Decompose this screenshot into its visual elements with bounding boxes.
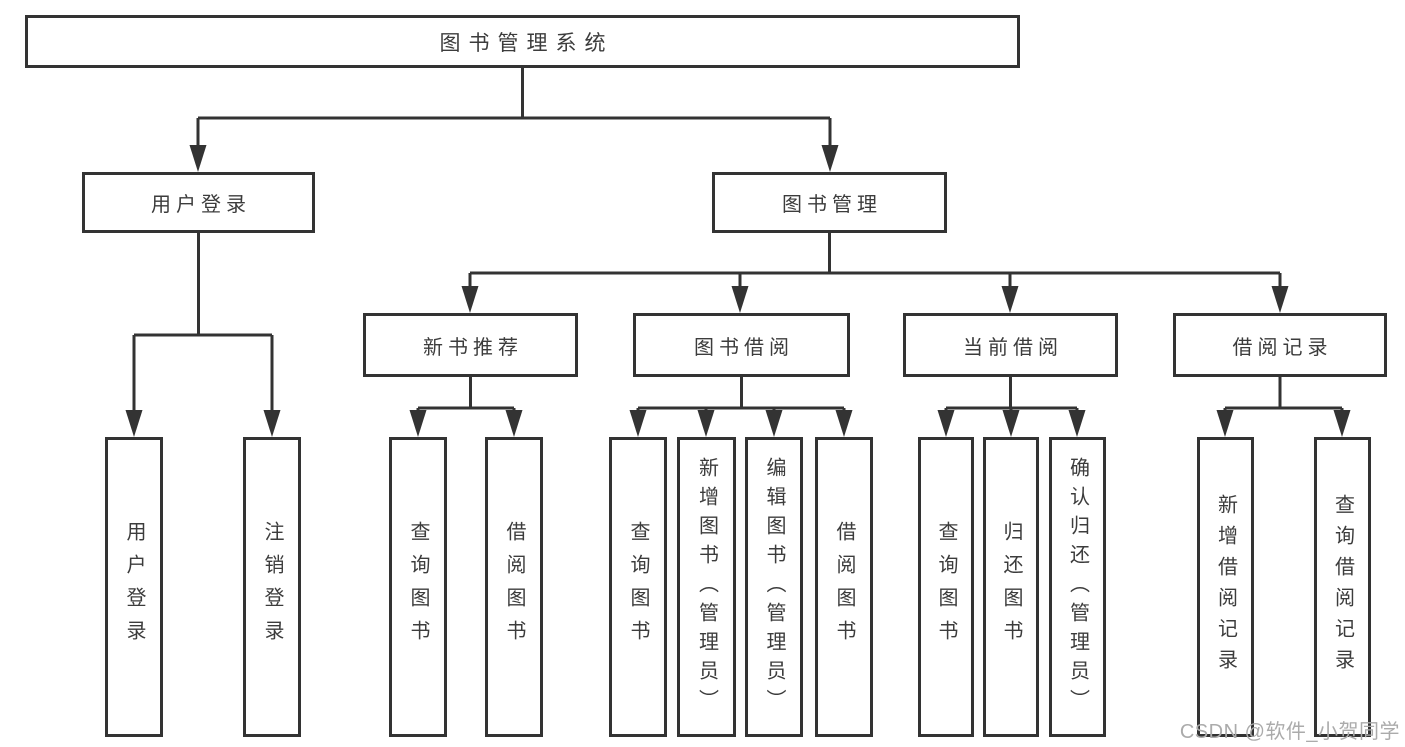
leaf-query-borrow-record: 查询借阅记录 [1314, 437, 1371, 737]
arrowhead-icon [835, 410, 853, 437]
leaf-newbook-borrow-books: 借阅图书 [485, 437, 543, 737]
arrowhead-icon [937, 410, 955, 437]
node-book-borrow: 图书借阅 [633, 313, 850, 377]
csdn-watermark: CSDN @软件_小贺同学 [1179, 721, 1400, 743]
node-library-management-system: 图书管理系统 [25, 15, 1020, 68]
node-borrow-records: 借阅记录 [1173, 313, 1387, 377]
arrowhead-icon [1216, 410, 1234, 437]
arrowhead-icon [629, 410, 647, 437]
connector-root [196, 68, 832, 147]
arrowhead-icon [1333, 410, 1351, 437]
connector-user-login [132, 233, 274, 412]
leaf-logout: 注销登录 [243, 437, 301, 737]
node-new-book-recommend: 新书推荐 [363, 313, 578, 377]
leaf-newbook-query-books: 查询图书 [389, 437, 447, 737]
leaf-current-query-books: 查询图书 [918, 437, 974, 737]
leaf-edit-books-admin: 编辑图书（管理员） [745, 437, 803, 737]
leaf-borrow-books: 借阅图书 [815, 437, 873, 737]
arrowhead-icon [1068, 410, 1086, 437]
arrowhead-icon [731, 286, 749, 313]
arrowhead-icon [765, 410, 783, 437]
node-current-borrow: 当前借阅 [903, 313, 1118, 377]
arrowhead-icon [1271, 286, 1289, 313]
arrowhead-icon [263, 410, 281, 437]
leaf-add-books-admin: 新增图书（管理员） [677, 437, 736, 737]
arrowhead-icon [1001, 286, 1019, 313]
leaf-return-books: 归还图书 [983, 437, 1039, 737]
connector-book-borrow [636, 377, 846, 412]
arrowhead-icon [189, 145, 207, 172]
connector-book-management [468, 233, 1282, 288]
leaf-borrow-query-books: 查询图书 [609, 437, 667, 737]
leaf-add-borrow-record: 新增借阅记录 [1197, 437, 1254, 737]
arrowhead-icon [461, 286, 479, 313]
node-book-management: 图书管理 [712, 172, 947, 233]
arrowhead-icon [409, 410, 427, 437]
node-user-login: 用户登录 [82, 172, 315, 233]
arrowhead-icon [821, 145, 839, 172]
connector-current-borrow [944, 377, 1079, 412]
arrowhead-icon [1002, 410, 1020, 437]
connector-borrow-records [1223, 377, 1344, 412]
leaf-confirm-return-admin: 确认归还（管理员） [1049, 437, 1106, 737]
arrowhead-icon [125, 410, 143, 437]
arrowhead-icon [697, 410, 715, 437]
leaf-user-login: 用户登录 [105, 437, 163, 737]
connector-new-book [416, 377, 516, 412]
arrowhead-icon [505, 410, 523, 437]
arrowheads [125, 145, 1351, 437]
